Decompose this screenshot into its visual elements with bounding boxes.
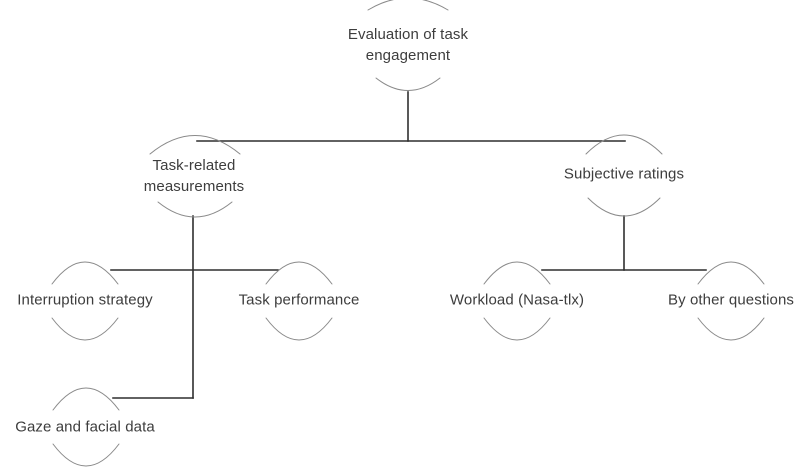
- task-performance-node-label: Task performance: [239, 290, 360, 311]
- other-questions-node-label: By other questions: [668, 290, 794, 311]
- other-questions-bottom-arc: [697, 317, 765, 341]
- other-questions-label: By other questions: [667, 291, 795, 309]
- interruption-label: Interruption strategy: [17, 291, 153, 309]
- node-arcs: [51, 0, 765, 467]
- root-label-line1: Evaluation of task: [347, 26, 469, 43]
- root-node-label: Evaluation of task engagement: [348, 24, 468, 66]
- root-bottom-arc: [375, 77, 441, 91]
- task-performance-bottom-arc: [265, 317, 333, 341]
- gaze-label: Gaze and facial data: [15, 418, 155, 436]
- subjective-node-label: Subjective ratings: [564, 164, 684, 185]
- gaze-bottom-arc: [52, 443, 120, 467]
- gaze-node-label: Gaze and facial data: [15, 417, 155, 438]
- other-questions-top-arc: [697, 261, 765, 285]
- task-related-label-line2: measurements: [143, 178, 245, 195]
- subjective-top-arc: [585, 134, 663, 155]
- connector-lines: [110, 91, 707, 399]
- task-related-label-line1: Task-related: [152, 157, 236, 174]
- root-label-line2: engagement: [365, 47, 451, 64]
- task-performance-label: Task performance: [238, 291, 360, 309]
- task-related-bottom-arc: [157, 201, 233, 218]
- subjective-label: Subjective ratings: [563, 165, 685, 183]
- interruption-bottom-arc: [51, 317, 119, 341]
- workload-node-label: Workload (Nasa-tlx): [450, 290, 584, 311]
- root-top-arc: [367, 0, 449, 11]
- workload-top-arc: [483, 261, 551, 285]
- interruption-top-arc: [51, 261, 119, 285]
- gaze-top-arc: [52, 387, 120, 411]
- task-performance-top-arc: [265, 261, 333, 285]
- task-related-top-arc: [149, 135, 241, 155]
- interruption-node-label: Interruption strategy: [17, 290, 153, 311]
- subjective-bottom-arc: [587, 197, 661, 217]
- workload-bottom-arc: [483, 317, 551, 341]
- task-related-node-label: Task-related measurements: [144, 155, 244, 197]
- workload-label: Workload (Nasa-tlx): [449, 291, 585, 309]
